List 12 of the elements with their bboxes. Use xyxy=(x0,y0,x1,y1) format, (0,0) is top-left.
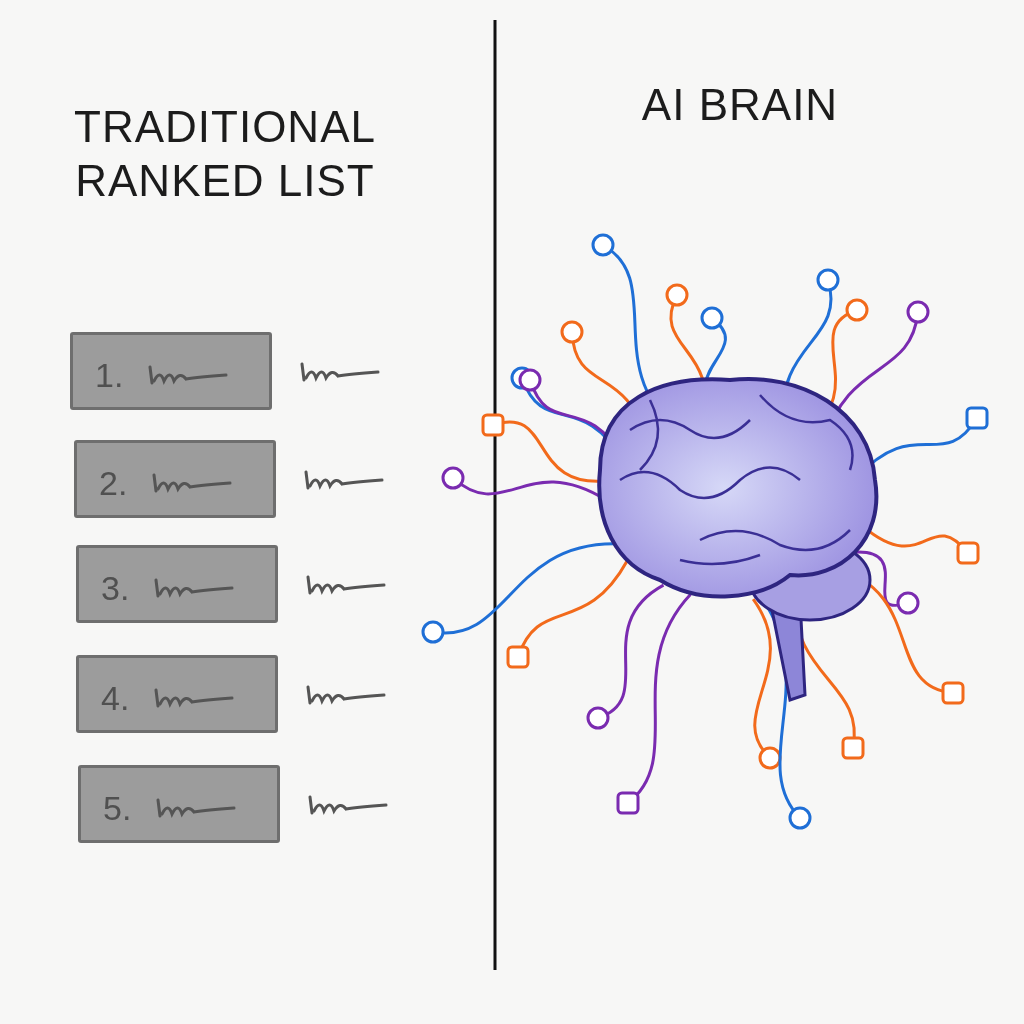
list-item-box xyxy=(70,332,272,410)
rank-number: 4. xyxy=(101,678,130,718)
rank-number: 1. xyxy=(95,355,124,395)
rank-number: 5. xyxy=(103,788,132,828)
rank-number: 2. xyxy=(99,463,128,503)
list-item-box xyxy=(74,440,276,518)
list-item-box xyxy=(78,765,280,843)
list-item-box xyxy=(76,655,278,733)
rank-number: 3. xyxy=(101,568,130,608)
column-heading: TRADITIONAL RANKED LIST xyxy=(73,101,377,207)
column-heading: AI BRAIN xyxy=(640,79,840,131)
list-item-box xyxy=(76,545,278,623)
